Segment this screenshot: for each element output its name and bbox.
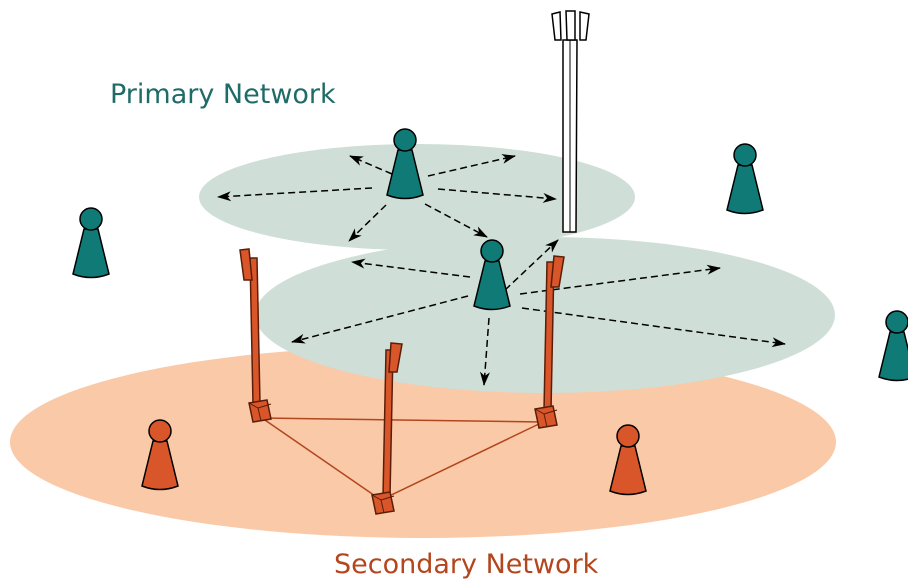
secondary-network-links	[261, 417, 544, 501]
primary-user-center-top	[386, 128, 424, 200]
primary-transmission-arrows-lower	[291, 239, 786, 386]
secondary-tower-right	[534, 255, 565, 429]
secondary-tower-left	[239, 248, 272, 423]
secondary-tower-center	[371, 342, 403, 515]
secondary-network-label: Secondary Network	[334, 549, 599, 580]
primary-transmission-arrows-upper	[217, 154, 557, 242]
primary-user-right-top	[726, 143, 764, 215]
primary-user-left	[72, 207, 110, 279]
secondary-user-left	[141, 419, 179, 491]
primary-user-center-middle	[473, 239, 511, 311]
primary-network-label: Primary Network	[110, 79, 336, 110]
secondary-user-right	[609, 424, 647, 496]
primary-base-station-tower	[551, 10, 590, 233]
primary-user-right-edge	[878, 310, 908, 382]
